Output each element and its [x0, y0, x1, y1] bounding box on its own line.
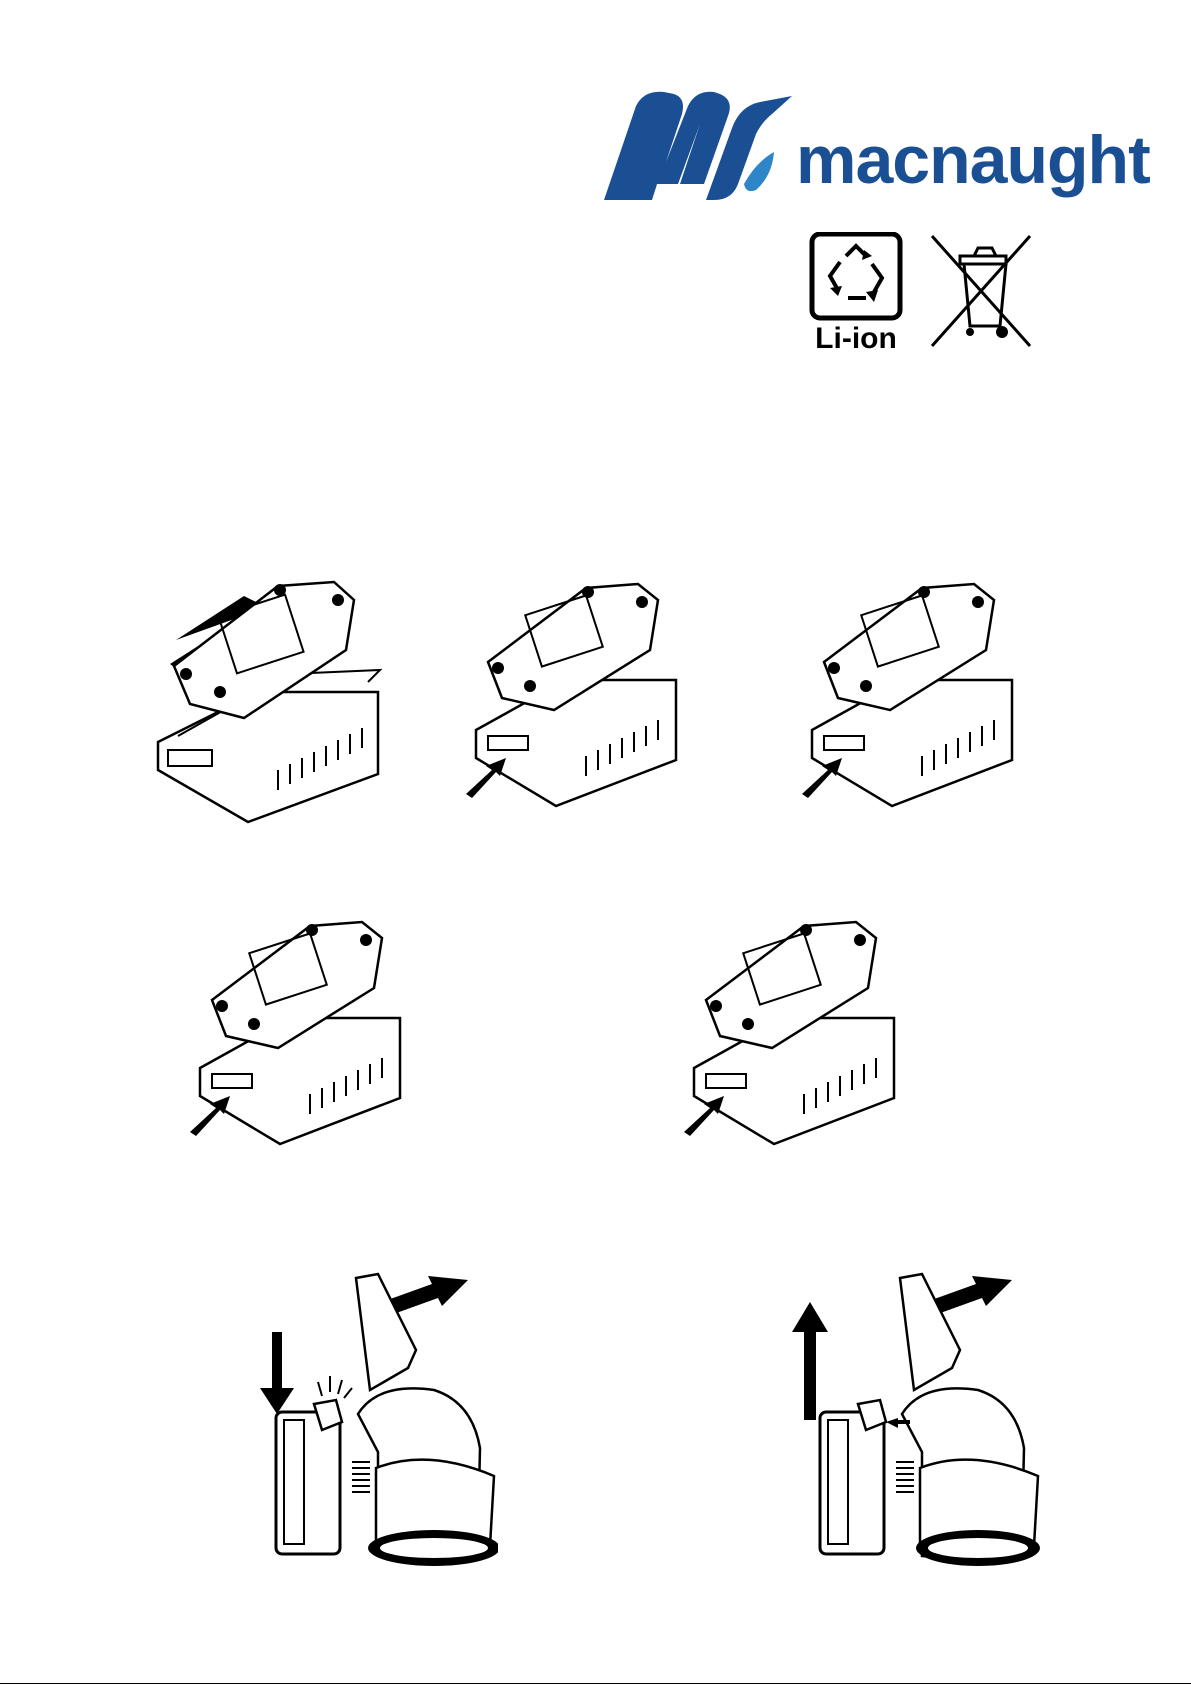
brand-name: macnaught [796, 126, 1150, 194]
down-arrow-icon [260, 1332, 294, 1414]
click-lines-icon [318, 1376, 352, 1398]
up-arrow-icon [792, 1302, 828, 1420]
m-mark-icon [596, 88, 796, 208]
battery-latch-press-illustration [466, 580, 688, 820]
battery-remove-from-pump-illustration [782, 1272, 1042, 1572]
macnaught-logo: macnaught [596, 88, 1116, 208]
battery-latch-press-illustration [802, 580, 1024, 820]
footer-rule [0, 1683, 1191, 1684]
battery-latch-press-illustration [190, 918, 412, 1158]
battery-slide-onto-charger-illustration [148, 574, 398, 834]
recycle-icon [808, 232, 904, 322]
li-ion-label: Li-ion [808, 324, 904, 354]
battery-insert-into-pump-illustration [258, 1272, 498, 1572]
battery-latch-press-illustration [684, 918, 906, 1158]
li-ion-recycle-symbol: Li-ion [808, 232, 904, 354]
crossed-out-bin-icon [930, 234, 1034, 350]
